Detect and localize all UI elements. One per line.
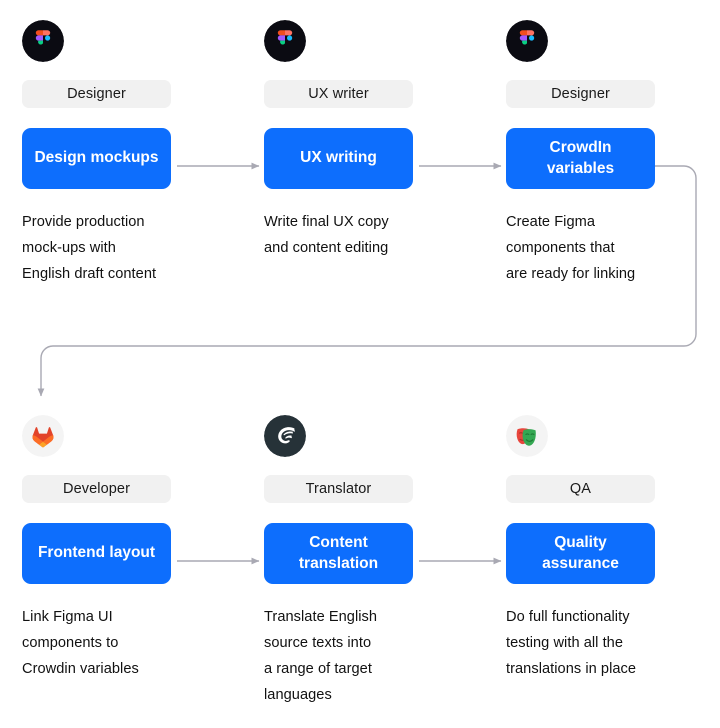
role-pill: Translator (264, 475, 413, 503)
step-description: Link Figma UI components to Crowdin vari… (22, 604, 208, 682)
role-pill: QA (506, 475, 655, 503)
step-description: Write final UX copy and content editing (264, 209, 450, 261)
role-pill: Designer (506, 80, 655, 108)
description-line: a range of target (264, 661, 372, 678)
task-box[interactable]: Content translation (264, 523, 413, 584)
role-pill: UX writer (264, 80, 413, 108)
task-line: UX (300, 149, 322, 167)
description-line: testing with all the (506, 635, 624, 652)
description-line: Do full functionality (506, 609, 630, 625)
description-line: translations in place (506, 661, 637, 678)
description-line: English draft content (22, 266, 157, 283)
task-box[interactable]: Frontend layout (22, 523, 171, 584)
role-pill: Developer (22, 475, 171, 503)
workflow-step-designer-mockups: Designer Design mockups Provide producti… (22, 20, 266, 287)
description-line: Create Figma (506, 214, 596, 230)
task-box[interactable]: CrowdIn variables (506, 128, 655, 189)
step-description: Translate English source texts into a ra… (264, 604, 450, 708)
description-line: source texts into (264, 635, 372, 652)
task-line: Design (34, 149, 87, 167)
description-line: components that (506, 240, 615, 257)
task-box[interactable]: Design mockups (22, 128, 171, 189)
task-line: translation (298, 554, 379, 572)
task-line: Frontend (37, 544, 106, 562)
workflow-step-ux-writer-writing: UX writer UX writing Write final UX copy… (264, 20, 508, 261)
role-pill: Designer (22, 80, 171, 108)
description-line: languages (264, 687, 332, 704)
figma-icon (264, 20, 306, 62)
description-line: Translate English (264, 609, 378, 625)
description-line: Link Figma UI (22, 609, 113, 625)
step-description: Create Figma components that are ready f… (506, 209, 692, 287)
figma-icon (506, 20, 548, 62)
figma-icon (22, 20, 64, 62)
description-line: components to (22, 635, 119, 652)
task-line: writing (326, 149, 377, 167)
task-line: Quality (554, 534, 607, 552)
task-line: CrowdIn (549, 139, 612, 157)
task-box[interactable]: Quality assurance (506, 523, 655, 584)
task-line: Content (309, 534, 368, 552)
workflow-step-translator-content: Translator Content translation Translate… (264, 415, 508, 708)
description-line: Write final UX copy (264, 214, 389, 230)
description-line: and content editing (264, 240, 389, 257)
theater-masks-icon (506, 415, 548, 457)
task-line: variables (546, 159, 615, 177)
step-description: Provide production mock-ups with English… (22, 209, 208, 287)
step-description: Do full functionality testing with all t… (506, 604, 692, 682)
description-line: Crowdin variables (22, 661, 139, 678)
workflow-step-designer-crowdin: Designer CrowdIn variables Create Figma … (506, 20, 720, 287)
task-line: mockups (90, 149, 159, 167)
description-line: Provide production (22, 214, 145, 230)
description-line: are ready for linking (506, 266, 636, 283)
workflow-step-developer-frontend: Developer Frontend layout Link Figma UI … (22, 415, 266, 682)
task-line: layout (109, 544, 156, 562)
workflow-step-qa-quality: QA Quality assurance Do full functionali… (506, 415, 720, 682)
task-box[interactable]: UX writing (264, 128, 413, 189)
crowdin-icon (264, 415, 306, 457)
gitlab-icon (22, 415, 64, 457)
task-line: assurance (542, 554, 619, 572)
description-line: mock-ups with (22, 240, 116, 257)
